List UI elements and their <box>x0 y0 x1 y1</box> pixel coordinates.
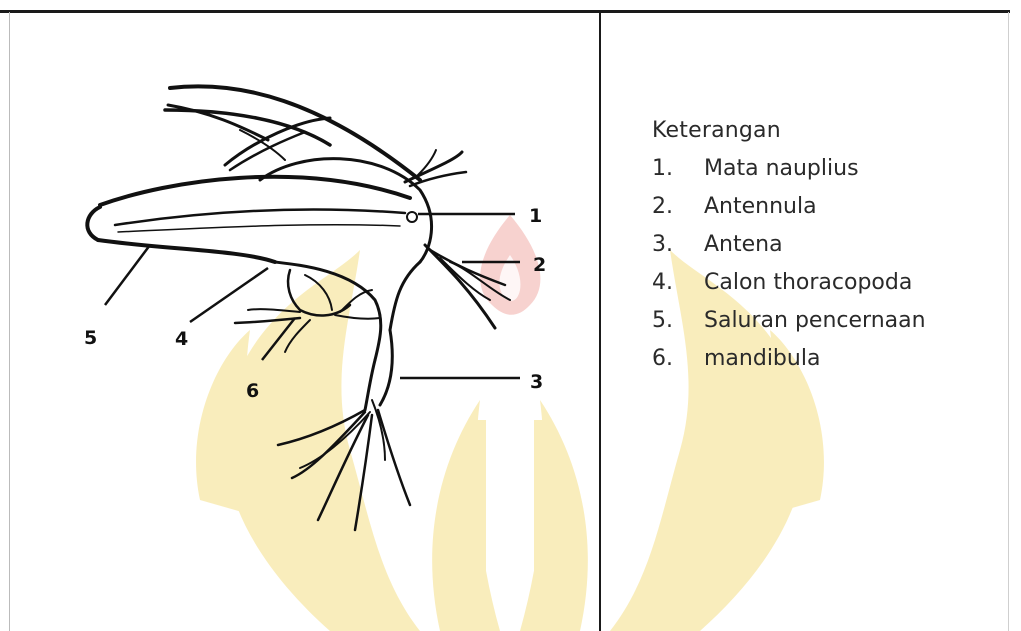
callout-5: 5 <box>84 327 97 349</box>
callout-1: 1 <box>529 205 542 227</box>
legend-item-number: 2. <box>652 188 704 226</box>
callout-3: 3 <box>530 371 543 393</box>
leader-line-6 <box>262 318 295 360</box>
legend-item-label: Saluran pencernaan <box>704 308 926 333</box>
legend-item-number: 6. <box>652 340 704 378</box>
legend-item: 1.Mata nauplius <box>652 150 926 188</box>
legend-item: 5.Saluran pencernaan <box>652 302 926 340</box>
legend-item-number: 1. <box>652 150 704 188</box>
callout-4: 4 <box>175 328 188 350</box>
callout-2: 2 <box>533 254 546 276</box>
panel-divider <box>599 12 601 631</box>
legend-item: 2.Antennula <box>652 188 926 226</box>
nauplius-eye <box>407 212 417 222</box>
callout-6: 6 <box>246 380 259 402</box>
larva-diagram: 1 2 3 4 5 6 <box>0 0 600 631</box>
legend-item: 6.mandibula <box>652 340 926 378</box>
legend-item: 3.Antena <box>652 226 926 264</box>
legend-item-number: 5. <box>652 302 704 340</box>
frame-right-border <box>1008 12 1009 631</box>
leader-line-4 <box>190 268 268 322</box>
digestive-tract <box>87 207 100 240</box>
legend-heading: Keterangan <box>652 112 926 150</box>
legend-item-number: 4. <box>652 264 704 302</box>
legend-item-label: mandibula <box>704 346 820 371</box>
legend-item-label: Calon thoracopoda <box>704 270 912 295</box>
legend-item-number: 3. <box>652 226 704 264</box>
legend-item: 4.Calon thoracopoda <box>652 264 926 302</box>
legend-item-label: Antennula <box>704 194 817 219</box>
legend-item-label: Antena <box>704 232 783 257</box>
legend-list: 1.Mata nauplius 2.Antennula 3.Antena 4.C… <box>652 150 926 378</box>
legend-panel: Keterangan 1.Mata nauplius 2.Antennula 3… <box>652 112 926 378</box>
antennula <box>425 245 495 328</box>
body-outline <box>100 177 410 205</box>
leader-line-5 <box>105 245 150 305</box>
legend-item-label: Mata nauplius <box>704 156 859 181</box>
